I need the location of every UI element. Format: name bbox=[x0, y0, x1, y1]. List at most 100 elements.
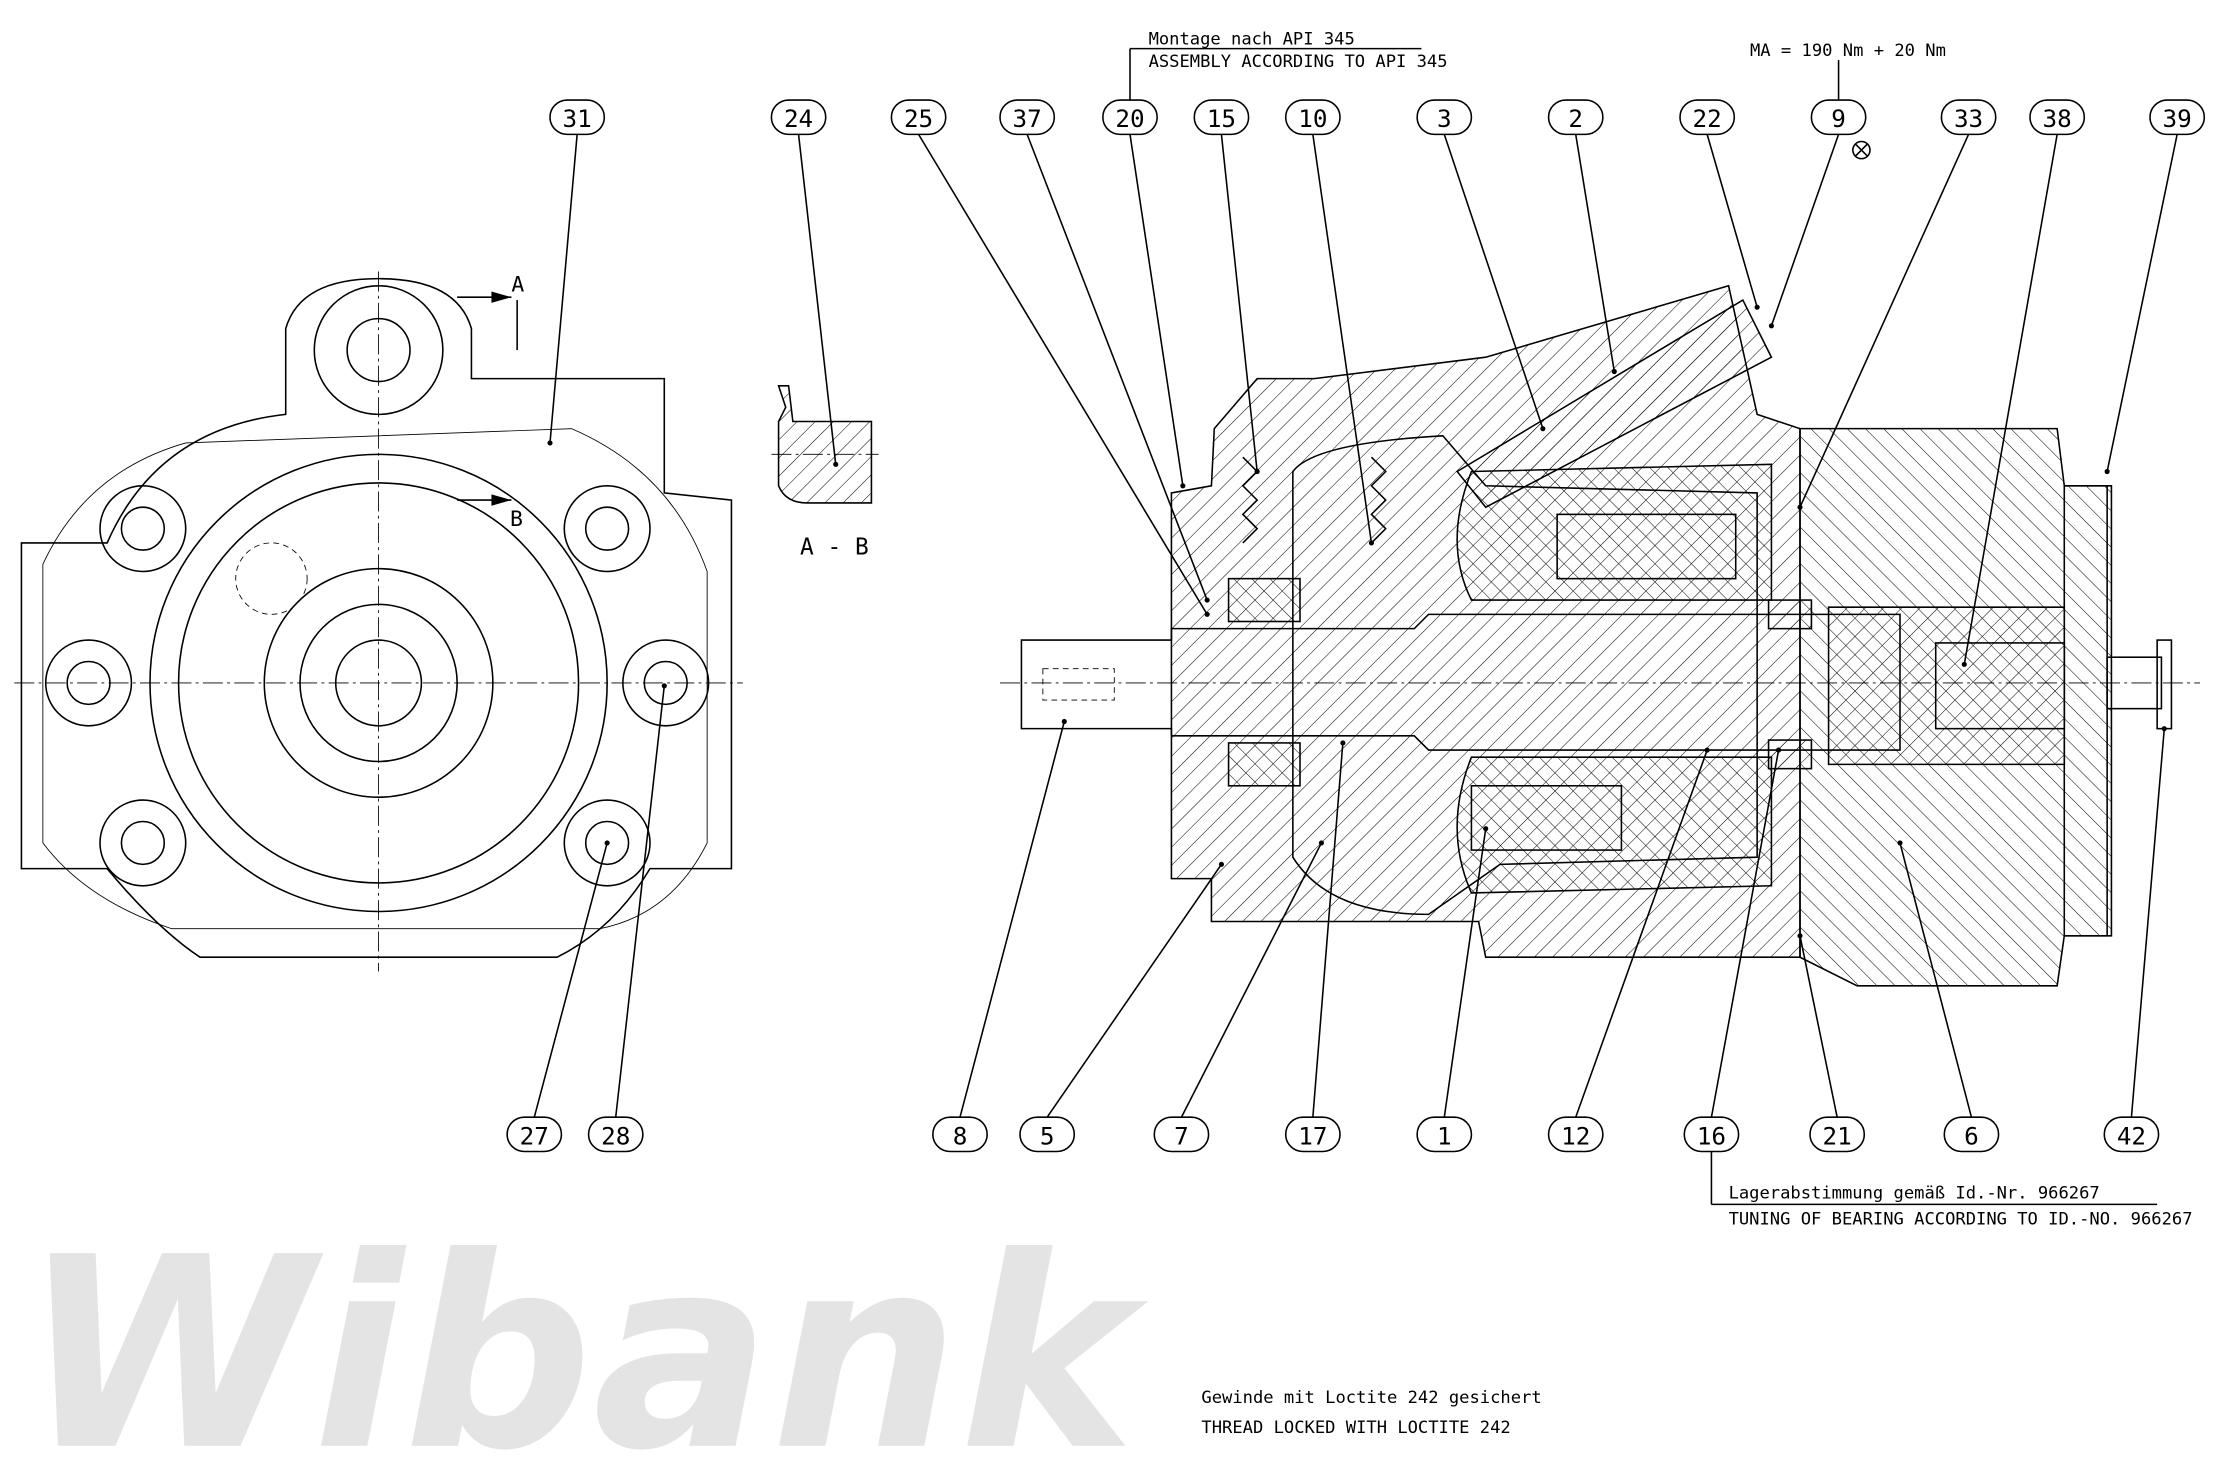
balloon-number: 22 bbox=[1693, 104, 1722, 133]
balloon-outline bbox=[1679, 99, 1736, 136]
balloon-outline bbox=[1940, 99, 1997, 136]
leader-dot bbox=[1368, 540, 1374, 546]
leader-dot bbox=[1754, 304, 1760, 310]
leader-dot bbox=[1897, 840, 1903, 846]
leader-line bbox=[1799, 935, 1838, 1118]
leader-dot bbox=[1204, 597, 1210, 603]
leader-dot bbox=[1704, 747, 1710, 753]
balloon-outline bbox=[1416, 99, 1473, 136]
leader-line bbox=[1129, 134, 1184, 486]
balloon-number: 39 bbox=[2163, 104, 2192, 133]
balloon-number: 38 bbox=[2043, 104, 2072, 133]
balloon-27: 27 bbox=[506, 840, 610, 1153]
leader-dot bbox=[547, 440, 553, 446]
note-assembly-de: Montage nach API 345 bbox=[1149, 29, 1355, 49]
note-torque: MA = 190 Nm + 20 Nm bbox=[1750, 41, 1946, 61]
balloon-outline bbox=[770, 99, 827, 136]
leader-line bbox=[1220, 134, 1258, 472]
leader-dot bbox=[1961, 661, 1967, 667]
watermark: Wibank bbox=[21, 1202, 1149, 1463]
leader-line bbox=[1963, 134, 2058, 665]
balloon-number: 28 bbox=[601, 1121, 630, 1150]
notes: Montage nach API 345 ASSEMBLY ACCORDING … bbox=[1129, 29, 2193, 1438]
leader-dot bbox=[1797, 504, 1803, 510]
leader-dot bbox=[1340, 740, 1346, 746]
balloon-outline bbox=[1809, 1116, 1866, 1153]
leader-dot bbox=[833, 461, 839, 467]
balloon-outline bbox=[999, 99, 1056, 136]
leader-dot bbox=[1775, 747, 1782, 753]
balloon-outline bbox=[1102, 99, 1158, 136]
balloon-outline bbox=[1547, 1116, 1604, 1153]
balloon-outline bbox=[890, 99, 947, 136]
leader-line bbox=[1770, 134, 1840, 327]
leader-dot bbox=[1254, 468, 1260, 475]
balloon-outline bbox=[2103, 1116, 2160, 1153]
note-thread-de: Gewinde mit Loctite 242 gesichert bbox=[1201, 1388, 1541, 1408]
leader-dot bbox=[661, 683, 667, 689]
balloon-outline bbox=[2029, 99, 2086, 136]
balloon-38: 38 bbox=[1961, 99, 2086, 667]
balloon-10: 10 bbox=[1284, 99, 1374, 546]
leader-line bbox=[1443, 828, 1487, 1118]
balloon-number: 16 bbox=[1697, 1121, 1726, 1150]
balloon-number: 25 bbox=[904, 104, 933, 133]
leader-dot bbox=[1797, 933, 1803, 939]
leader-line bbox=[1180, 842, 1323, 1118]
balloon-5: 5 bbox=[1019, 861, 1224, 1153]
balloon-42: 42 bbox=[2103, 726, 2167, 1153]
balloon-outline bbox=[1284, 1116, 1341, 1153]
balloon-outline bbox=[1284, 99, 1341, 136]
balloon-number: 31 bbox=[563, 104, 592, 133]
balloon-outline bbox=[1193, 99, 1250, 136]
leader-line bbox=[2106, 134, 2178, 472]
leader-dot bbox=[1318, 840, 1324, 846]
note-assembly-en: ASSEMBLY ACCORDING TO API 345 bbox=[1149, 52, 1448, 72]
balloon-number: 3 bbox=[1437, 104, 1452, 133]
balloon-outline bbox=[932, 1116, 988, 1153]
balloon-outline bbox=[506, 1116, 563, 1153]
balloon-number: 12 bbox=[1561, 1121, 1590, 1150]
leader-line bbox=[1046, 863, 1223, 1118]
balloon-28: 28 bbox=[587, 683, 667, 1153]
balloon-2: 2 bbox=[1547, 99, 1617, 375]
leader-line bbox=[2130, 728, 2166, 1118]
balloon-3: 3 bbox=[1416, 99, 1546, 432]
leader-dot bbox=[1061, 718, 1067, 725]
balloon-number: 9 bbox=[1831, 104, 1846, 133]
balloon-9: 9 bbox=[1768, 99, 1867, 329]
balloon-number: 42 bbox=[2117, 1121, 2146, 1150]
leader-line bbox=[1312, 134, 1373, 544]
note-bearing-en: TUNING OF BEARING ACCORDING TO ID.-NO. 9… bbox=[1729, 1209, 2193, 1229]
leader-dot bbox=[1768, 323, 1774, 329]
balloon-outline bbox=[1416, 1116, 1473, 1153]
balloon-outline bbox=[1943, 1116, 2000, 1153]
balloon-number: 33 bbox=[1954, 104, 1983, 133]
balloon-6: 6 bbox=[1897, 840, 2000, 1153]
leader-line bbox=[1706, 134, 1758, 308]
balloon-number: 2 bbox=[1568, 104, 1583, 133]
balloon-number: 7 bbox=[1174, 1121, 1189, 1150]
leader-line bbox=[1574, 749, 1708, 1118]
leader-dot bbox=[1611, 368, 1617, 375]
leader-line bbox=[1026, 134, 1208, 601]
section-label-a: A bbox=[511, 273, 524, 298]
balloon-outline bbox=[1547, 99, 1604, 136]
leader-dot bbox=[1218, 861, 1224, 867]
balloon-20: 20 bbox=[1102, 99, 1186, 489]
leader-line bbox=[614, 685, 666, 1118]
balloon-number: 24 bbox=[784, 104, 813, 133]
leader-dot bbox=[2104, 468, 2110, 475]
leader-line bbox=[549, 134, 578, 443]
balloon-number: 8 bbox=[953, 1121, 968, 1150]
balloon-16: 16 bbox=[1683, 747, 1782, 1153]
balloon-12: 12 bbox=[1547, 747, 1710, 1153]
section-view bbox=[1000, 140, 2200, 987]
balloon-outline bbox=[1810, 99, 1867, 136]
balloon-outline bbox=[2149, 99, 2206, 136]
balloon-1: 1 bbox=[1416, 826, 1489, 1153]
balloon-31: 31 bbox=[547, 99, 606, 446]
balloon-outline bbox=[1683, 1116, 1740, 1153]
balloon-number: 6 bbox=[1964, 1121, 1979, 1150]
